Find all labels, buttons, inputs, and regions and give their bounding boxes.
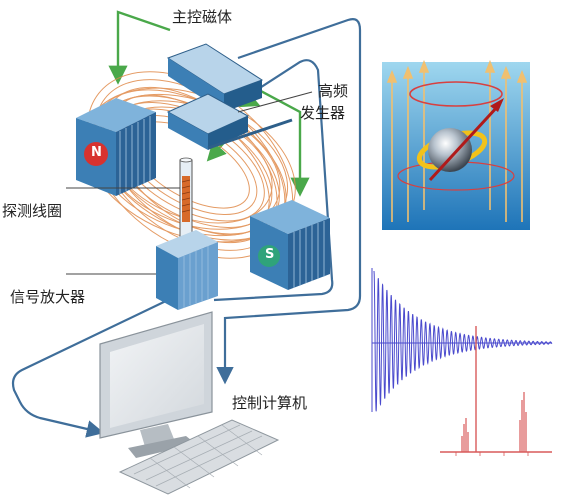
label-leaders: [66, 91, 313, 275]
signal-amplifier: [156, 230, 218, 310]
fid-signal-icon: [371, 268, 553, 452]
label-computer: 控制计算机: [232, 394, 308, 412]
spin-precession-icon: [382, 59, 530, 230]
pole-s-label: S: [265, 247, 275, 262]
computer: [99, 311, 280, 495]
probe-coil: [179, 157, 193, 239]
label-rf-line1: 高频: [318, 82, 349, 100]
label-probe-coil: 探测线圈: [2, 202, 63, 220]
pole-s-badge: [258, 245, 280, 267]
magnet-n: [76, 98, 156, 196]
control-wires: [11, 18, 362, 438]
rf-generator: [166, 93, 293, 150]
magnet-s: [250, 200, 330, 290]
spectrum-peaks-icon: [440, 392, 552, 456]
label-amplifier: 信号放大器: [10, 288, 86, 306]
label-rf-line2: 发生器: [300, 104, 346, 122]
pole-n-badge: [84, 142, 108, 166]
pole-n-label: N: [91, 145, 102, 160]
label-main-magnet: 主控磁体: [172, 8, 233, 26]
keyboard: [118, 419, 280, 495]
